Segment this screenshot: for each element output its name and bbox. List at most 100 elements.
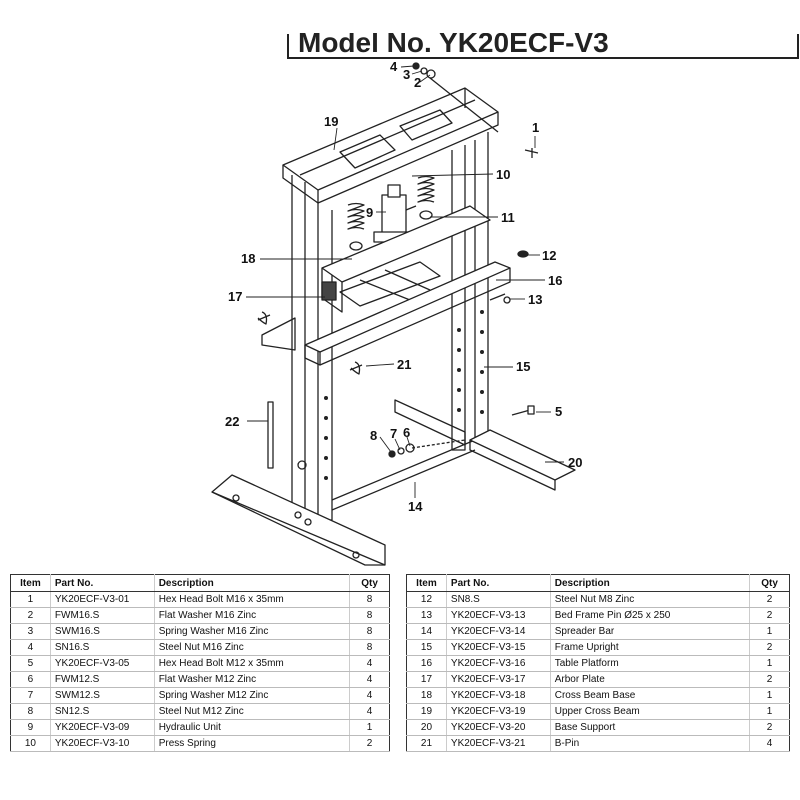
description-cell: Cross Beam Base [550,687,751,704]
description-cell: Steel Nut M16 Zinc [154,639,351,656]
description-cell: Bed Frame Pin Ø25 x 250 [550,607,751,624]
description-column-header: Description [154,574,351,592]
callout-16: 16 [548,273,562,288]
qty-column-header: Qty [749,574,790,592]
part-no-cell: YK20ECF-V3-18 [446,687,551,704]
qty-cell: 2 [749,671,790,688]
item-cell: 19 [406,703,447,720]
description-cell: Flat Washer M12 Zinc [154,671,351,688]
callout-2: 2 [414,75,421,90]
part-no-cell: YK20ECF-V3-20 [446,719,551,736]
part-no-cell: SN12.S [50,703,155,720]
description-cell: Spring Washer M12 Zinc [154,687,351,704]
callout-14: 14 [408,499,423,514]
part-no-cell: SN8.S [446,591,551,608]
callout-labels: 1 2 3 4 5 6 7 8 9 10 11 12 13 14 15 16 1… [225,59,582,514]
item-cell: 12 [406,591,447,608]
item-cell: 5 [10,655,51,672]
callout-9: 9 [366,205,373,220]
item-cell: 17 [406,671,447,688]
item-cell: 9 [10,719,51,736]
part-no-cell: YK20ECF-V3-21 [446,735,551,752]
callout-1: 1 [532,120,539,135]
table-header-row: Item Part No. Description Qty [10,574,390,592]
part-no-cell: YK20ECF-V3-01 [50,591,155,608]
callout-21: 21 [397,357,411,372]
press-frame-drawing [211,62,576,566]
description-cell: Flat Washer M16 Zinc [154,607,351,624]
callout-19: 19 [324,114,338,129]
model-header: Model No. YK20ECF-V3 [286,0,800,59]
part-no-cell: SWM12.S [50,687,155,704]
qty-cell: 4 [349,687,390,704]
part-no-cell: FWM16.S [50,607,155,624]
callout-13: 13 [528,292,542,307]
description-cell: Hydraulic Unit [154,719,351,736]
description-cell: Spreader Bar [550,623,751,640]
item-cell: 6 [10,671,51,688]
part-no-column-header: Part No. [446,574,551,592]
callout-20: 20 [568,455,582,470]
qty-cell: 1 [349,719,390,736]
callout-11: 11 [501,210,515,225]
description-cell: Base Support [550,719,751,736]
description-cell: Hex Head Bolt M16 x 35mm [154,591,351,608]
description-column-header: Description [550,574,751,592]
callout-10: 10 [496,167,510,182]
qty-column-header: Qty [349,574,390,592]
qty-cell: 8 [349,639,390,656]
part-no-cell: YK20ECF-V3-14 [446,623,551,640]
callout-6: 6 [403,425,410,440]
exploded-press-diagram: Model No. YK20ECF-V3 [211,0,800,566]
callout-7: 7 [390,426,397,441]
item-cell: 14 [406,623,447,640]
qty-cell: 1 [749,623,790,640]
description-cell: Table Platform [550,655,751,672]
qty-cell: 1 [749,687,790,704]
part-no-cell: SWM16.S [50,623,155,640]
callout-8: 8 [370,428,377,443]
qty-cell: 4 [349,655,390,672]
qty-cell: 2 [349,735,390,752]
description-cell: Upper Cross Beam [550,703,751,720]
qty-cell: 4 [349,703,390,720]
description-cell: B-Pin [550,735,751,752]
description-cell: Spring Washer M16 Zinc [154,623,351,640]
callout-4: 4 [390,59,398,74]
qty-cell: 4 [749,735,790,752]
qty-cell: 2 [749,719,790,736]
leader-lines [246,65,564,498]
qty-cell: 4 [349,671,390,688]
qty-cell: 8 [349,591,390,608]
qty-cell: 8 [349,607,390,624]
description-cell: Steel Nut M12 Zinc [154,703,351,720]
qty-cell: 1 [749,655,790,672]
description-cell: Steel Nut M8 Zinc [550,591,751,608]
part-no-cell: YK20ECF-V3-10 [50,735,155,752]
item-column-header: Item [406,574,447,592]
item-cell: 16 [406,655,447,672]
item-column-header: Item [10,574,51,592]
part-no-cell: YK20ECF-V3-13 [446,607,551,624]
part-no-cell: YK20ECF-V3-19 [446,703,551,720]
part-no-cell: YK20ECF-V3-17 [446,671,551,688]
item-cell: 2 [10,607,51,624]
item-cell: 4 [10,639,51,656]
item-cell: 10 [10,735,51,752]
item-cell: 1 [10,591,51,608]
part-no-cell: YK20ECF-V3-15 [446,639,551,656]
